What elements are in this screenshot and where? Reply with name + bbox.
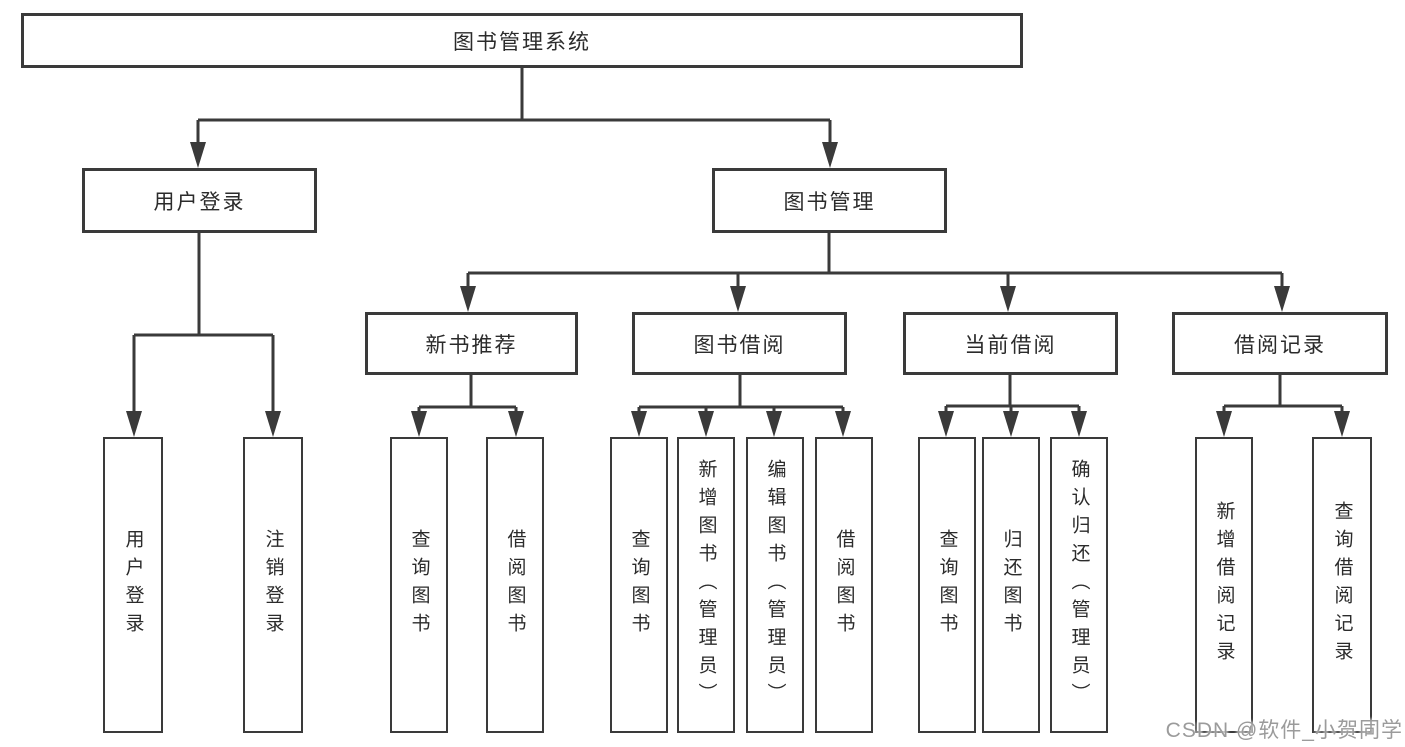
- leaf-borrow-books-2-label: 借阅图书: [833, 529, 855, 641]
- leaf-edit-book-admin-label: 编辑图书（管理员）: [764, 459, 786, 711]
- leaf-confirm-return-admin-label: 确认归还（管理员）: [1068, 459, 1090, 711]
- leaf-user-login: 用户登录: [103, 437, 163, 733]
- leaf-query-books-1: 查询图书: [390, 437, 448, 733]
- leaf-add-borrow-record: 新增借阅记录: [1195, 437, 1253, 733]
- node-current-borrow: 当前借阅: [903, 312, 1118, 375]
- node-new-book-recommend: 新书推荐: [365, 312, 578, 375]
- leaf-query-borrow-record-label: 查询借阅记录: [1331, 501, 1353, 669]
- leaf-query-books-1-label: 查询图书: [408, 529, 430, 641]
- leaf-add-book-admin: 新增图书（管理员）: [677, 437, 735, 733]
- leaf-borrow-books-1: 借阅图书: [486, 437, 544, 733]
- node-user-login-label: 用户登录: [153, 190, 246, 214]
- leaf-return-book: 归还图书: [982, 437, 1040, 733]
- leaf-query-books-2: 查询图书: [610, 437, 668, 733]
- leaf-borrow-books-2: 借阅图书: [815, 437, 873, 733]
- leaf-add-borrow-record-label: 新增借阅记录: [1213, 501, 1235, 669]
- leaf-logout: 注销登录: [243, 437, 303, 733]
- leaf-logout-label: 注销登录: [262, 529, 284, 641]
- node-book-management-label: 图书管理: [783, 190, 876, 214]
- node-book-borrow: 图书借阅: [632, 312, 847, 375]
- node-root-label: 图书管理系统: [453, 30, 591, 54]
- csdn-watermark: CSDN @软件_小贺同学: [1165, 719, 1403, 742]
- leaf-edit-book-admin: 编辑图书（管理员）: [746, 437, 804, 733]
- leaf-user-login-label: 用户登录: [122, 529, 144, 641]
- node-current-borrow-label: 当前借阅: [964, 333, 1057, 357]
- leaf-query-books-3: 查询图书: [918, 437, 976, 733]
- node-book-management: 图书管理: [712, 168, 947, 233]
- leaf-return-book-label: 归还图书: [1000, 529, 1022, 641]
- node-book-borrow-label: 图书借阅: [693, 333, 786, 357]
- leaf-query-books-2-label: 查询图书: [628, 529, 650, 641]
- leaf-borrow-books-1-label: 借阅图书: [504, 529, 526, 641]
- leaf-add-book-admin-label: 新增图书（管理员）: [695, 459, 717, 711]
- node-borrow-records-label: 借阅记录: [1234, 333, 1326, 357]
- leaf-query-borrow-record: 查询借阅记录: [1312, 437, 1372, 733]
- node-root: 图书管理系统: [21, 13, 1023, 68]
- leaf-query-books-3-label: 查询图书: [936, 529, 958, 641]
- node-new-book-recommend-label: 新书推荐: [425, 333, 518, 357]
- node-user-login: 用户登录: [82, 168, 317, 233]
- leaf-confirm-return-admin: 确认归还（管理员）: [1050, 437, 1108, 733]
- node-borrow-records: 借阅记录: [1172, 312, 1388, 375]
